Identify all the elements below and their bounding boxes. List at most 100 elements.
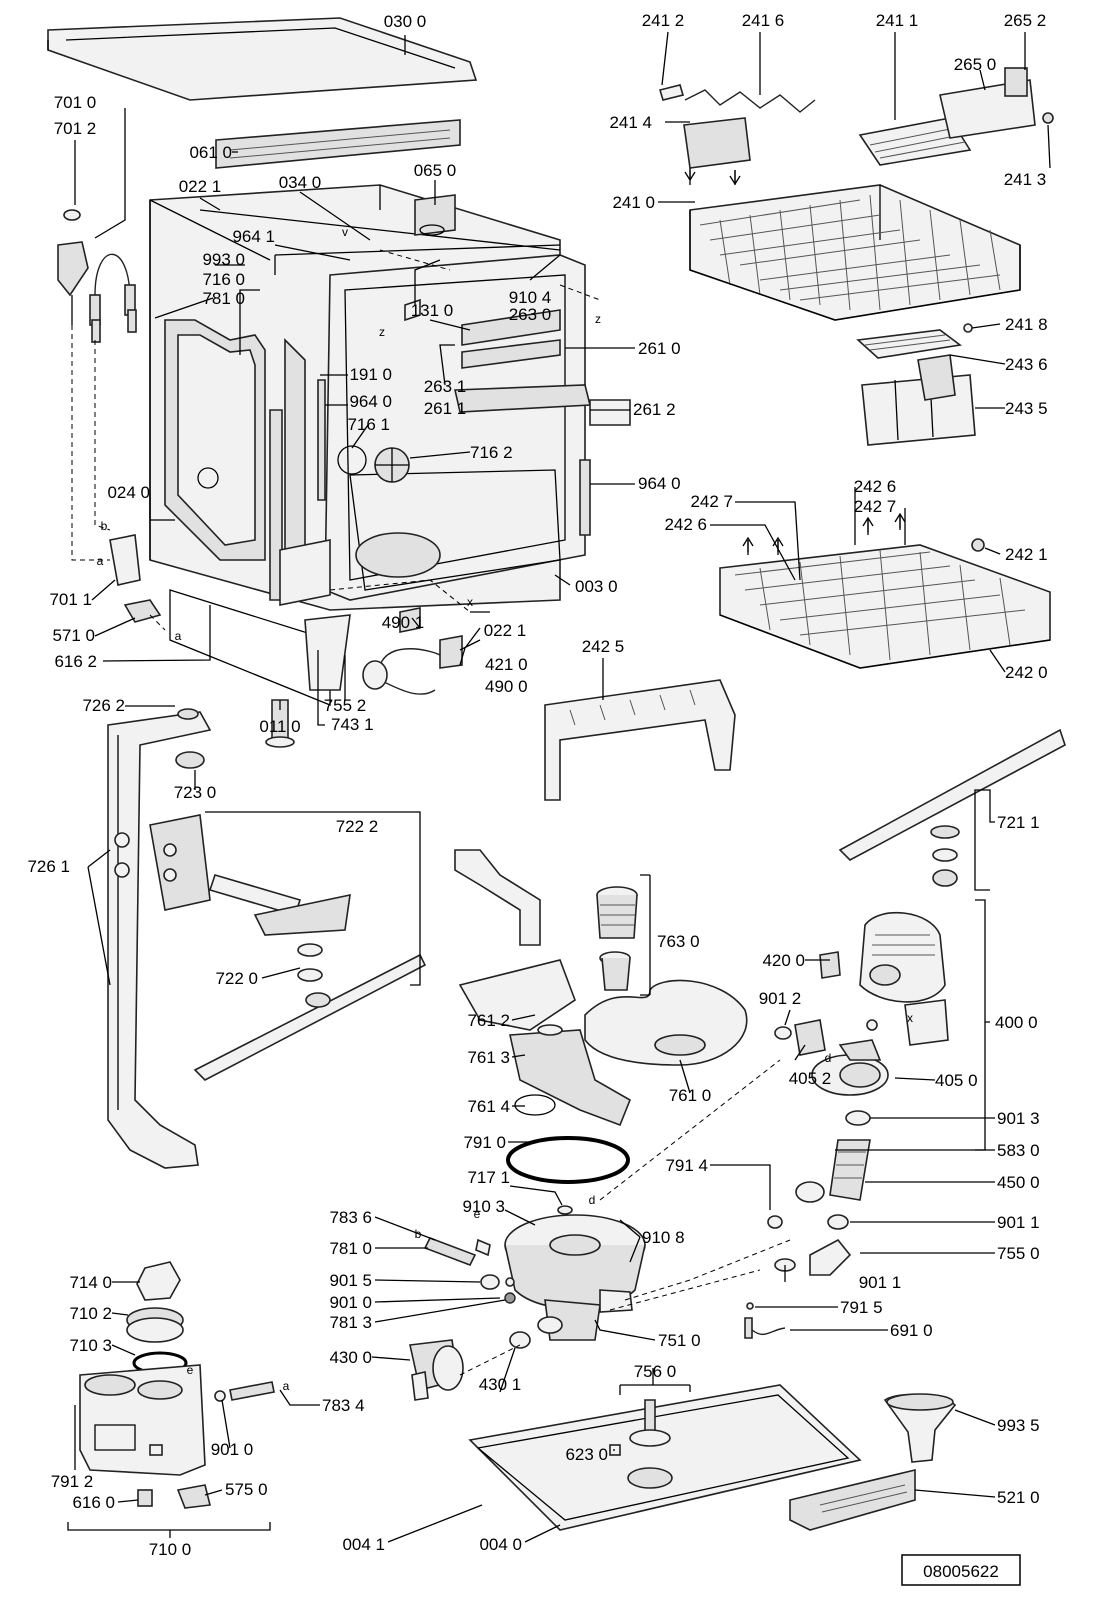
- part-label: 430 0: [329, 1348, 372, 1367]
- part-label: 783 6: [329, 1208, 372, 1227]
- part-label: 490 1: [382, 613, 425, 632]
- part-label: 003 0: [575, 577, 618, 596]
- connection-letter: z: [379, 325, 385, 339]
- part-label: 791 0: [463, 1133, 506, 1152]
- part-label: 261 1: [424, 399, 467, 418]
- part-label: 761 2: [467, 1011, 510, 1030]
- part-label: 791 4: [665, 1156, 708, 1175]
- part-label: 623 0: [565, 1445, 608, 1464]
- float-parts: [423, 1236, 516, 1304]
- heater-hose-part: [767, 1110, 871, 1276]
- part-label: 405 0: [935, 1071, 978, 1090]
- part-label: 726 1: [27, 857, 70, 876]
- part-label: 034 0: [279, 173, 322, 192]
- connection-letter: d: [589, 1193, 596, 1207]
- part-label: 781 0: [202, 289, 245, 308]
- direction-arrows: [684, 168, 906, 552]
- part-label: 755 2: [324, 696, 367, 715]
- sensor-part: [744, 1302, 786, 1339]
- part-label: 022 1: [484, 621, 527, 640]
- connection-letter: e: [474, 1207, 481, 1221]
- part-label: 701 1: [49, 590, 92, 609]
- part-label: 721 1: [997, 813, 1040, 832]
- part-label: 743 1: [331, 715, 374, 734]
- part-label: 263 1: [424, 377, 467, 396]
- part-label: 717 1: [467, 1168, 510, 1187]
- part-label: 243 5: [1005, 399, 1048, 418]
- part-label: 964 0: [638, 474, 681, 493]
- part-label: 701 2: [54, 119, 97, 138]
- funnel-part: [883, 1393, 957, 1463]
- leader-lines: [67, 31, 1051, 1543]
- part-label: 265 2: [1004, 11, 1047, 30]
- drawing-number-box: 08005622: [901, 1554, 1021, 1586]
- part-label: 521 0: [997, 1488, 1040, 1507]
- part-label: 241 6: [742, 11, 785, 30]
- water-softener-part: [79, 1261, 275, 1509]
- part-label: 901 3: [997, 1109, 1040, 1128]
- foot-part: [265, 699, 295, 748]
- part-label: 755 0: [997, 1244, 1040, 1263]
- connection-letter: x: [907, 1011, 913, 1025]
- upper-spray-arm-part: [149, 814, 427, 1081]
- part-label: 791 5: [840, 1298, 883, 1317]
- part-label: 710 3: [69, 1336, 112, 1355]
- part-label: 022 1: [179, 177, 222, 196]
- part-label: 791 2: [51, 1472, 94, 1491]
- connection-letter: x: [467, 595, 473, 609]
- part-label: 722 0: [215, 969, 258, 988]
- part-label: 004 1: [342, 1535, 385, 1554]
- part-label: 756 0: [634, 1362, 677, 1381]
- part-drawings: [47, 17, 1066, 1531]
- part-label: 571 0: [52, 626, 95, 645]
- part-label: 691 0: [890, 1321, 933, 1340]
- part-label: 710 2: [69, 1304, 112, 1323]
- part-label: 763 0: [657, 932, 700, 951]
- lower-basket-part: [719, 515, 1051, 669]
- part-label: 242 1: [1005, 545, 1048, 564]
- part-label: 726 2: [82, 696, 125, 715]
- connection-letter: a: [175, 629, 182, 643]
- part-label: 583 0: [997, 1141, 1040, 1160]
- part-label: 781 0: [329, 1239, 372, 1258]
- part-label: 993 5: [997, 1416, 1040, 1435]
- part-label: 781 3: [329, 1313, 372, 1332]
- part-label: 490 0: [485, 677, 528, 696]
- part-label: 065 0: [414, 161, 457, 180]
- kick-plate-part: [789, 1468, 916, 1531]
- part-label: 420 0: [762, 951, 805, 970]
- front-strip-part: [215, 119, 461, 169]
- part-label: 263 0: [509, 305, 552, 324]
- part-label: 723 0: [174, 783, 217, 802]
- cabinet-frame: [149, 184, 631, 706]
- part-label: 004 0: [479, 1535, 522, 1554]
- worktop-part: [47, 17, 478, 101]
- part-label: 241 8: [1005, 315, 1048, 334]
- part-label: 400 0: [995, 1013, 1038, 1032]
- part-label: 421 0: [485, 655, 528, 674]
- part-label: 616 2: [54, 652, 97, 671]
- door-switch-wiring: [362, 607, 463, 695]
- part-label: 242 7: [854, 497, 897, 516]
- part-label: 751 0: [658, 1331, 701, 1350]
- part-label: 575 0: [225, 1480, 268, 1499]
- part-label: 964 0: [349, 392, 392, 411]
- part-label: 701 0: [54, 93, 97, 112]
- part-label: 716 2: [470, 443, 513, 462]
- part-label: 242 6: [854, 477, 897, 496]
- connection-letter: b: [101, 519, 108, 533]
- part-label: 241 1: [876, 11, 919, 30]
- circulation-pump-part: [774, 911, 949, 1096]
- part-label: 061 0: [189, 143, 232, 162]
- drain-pump-part: [409, 1331, 531, 1401]
- lower-spray-arm-part: [838, 728, 1066, 887]
- part-label: 616 0: [72, 1493, 115, 1512]
- part-label: 242 7: [690, 492, 733, 511]
- part-label: 710 0: [149, 1540, 192, 1559]
- part-label: 761 3: [467, 1048, 510, 1067]
- part-label: 901 5: [329, 1271, 372, 1290]
- part-label: 241 3: [1004, 170, 1047, 189]
- connection-letter: d: [825, 1051, 832, 1065]
- connection-letter: a: [283, 1379, 290, 1393]
